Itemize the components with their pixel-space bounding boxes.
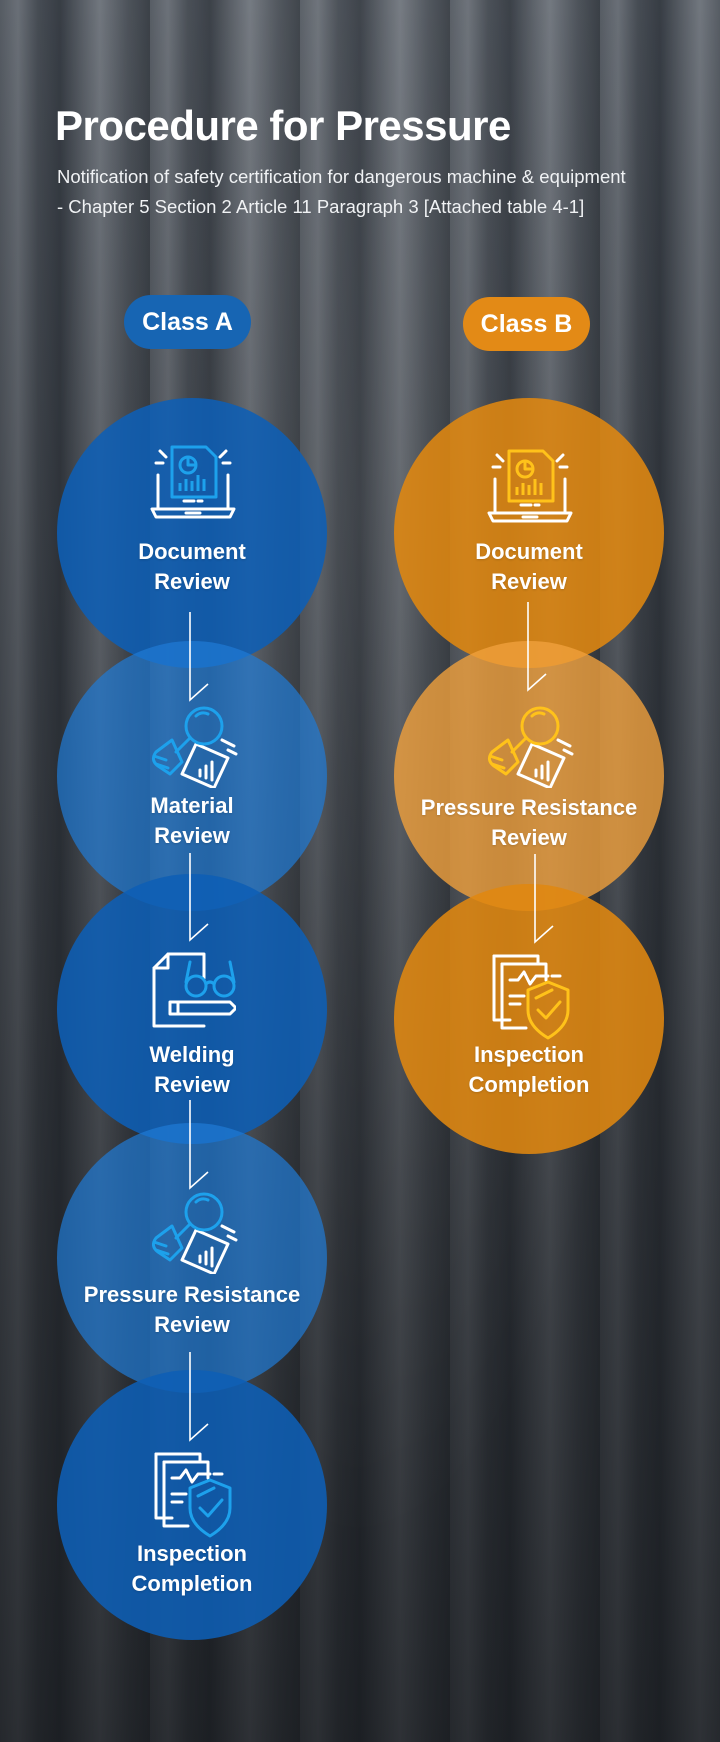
step-label-line: Review [491, 825, 567, 850]
class-a-step-welding-review [57, 874, 327, 1144]
class-b-step-3-label: Inspection Completion [394, 1040, 664, 1100]
class-a-step-document-review [57, 398, 327, 668]
connector-arrow-a2 [189, 853, 209, 942]
document-shield-check-icon [492, 954, 570, 1040]
page-title: Procedure for Pressure [55, 102, 511, 149]
connector-arrow-b1 [527, 602, 547, 692]
subtitle-line-2: - Chapter 5 Section 2 Article 11 Paragra… [57, 196, 585, 217]
class-a-step-3-label: Welding Review [57, 1040, 327, 1100]
step-label-line: Completion [131, 1571, 253, 1596]
class-a-step-1-label: Document Review [57, 537, 327, 597]
step-label-line: Review [154, 823, 230, 848]
class-b-step-document-review [394, 398, 664, 668]
class-a-badge: Class A [124, 295, 251, 349]
connector-arrow-b2 [534, 854, 554, 944]
step-label-line: Completion [468, 1072, 590, 1097]
step-label-line: Inspection [473, 1042, 584, 1067]
connector-arrow-a3 [189, 1100, 209, 1190]
step-label-line: Document [138, 539, 246, 564]
class-a-step-2-label: Material Review [57, 791, 327, 851]
class-a-step-4-label: Pressure Resistance Review [57, 1280, 327, 1340]
step-label-line: Material [150, 793, 234, 818]
document-laptop-icon [150, 445, 236, 519]
document-laptop-icon [487, 449, 573, 523]
connector-arrow-a4 [189, 1352, 209, 1442]
document-shield-check-icon [154, 1452, 232, 1538]
step-label-line: Review [491, 569, 567, 594]
class-a-step-5-label: Inspection Completion [57, 1539, 327, 1599]
class-b-step-pressure-resistance-review [394, 641, 664, 911]
magnifier-document-icon [487, 706, 574, 788]
document-glasses-pencil-icon [152, 952, 236, 1028]
step-label-line: Pressure Resistance [420, 795, 638, 820]
subtitle-line-1: Notification of safety certification for… [57, 166, 626, 187]
step-label-line: Review [154, 569, 230, 594]
step-label-line: Document [475, 539, 583, 564]
step-label-line: Inspection [136, 1541, 247, 1566]
step-label-line: Welding [149, 1042, 235, 1067]
step-label-line: Pressure Resistance [83, 1282, 301, 1307]
class-a-step-pressure-resistance-review [57, 1123, 327, 1393]
class-b-badge: Class B [463, 297, 590, 351]
step-label-line: Review [154, 1072, 230, 1097]
class-a-step-material-review [57, 641, 327, 911]
step-label-line: Review [154, 1312, 230, 1337]
class-b-step-1-label: Document Review [394, 537, 664, 597]
magnifier-document-icon [151, 1192, 238, 1274]
class-b-step-2-label: Pressure Resistance Review [394, 793, 664, 853]
connector-arrow-a1 [189, 612, 209, 702]
page-subtitle: Notification of safety certification for… [57, 162, 697, 222]
class-a-step-inspection-completion [57, 1370, 327, 1640]
magnifier-document-icon [151, 706, 238, 788]
